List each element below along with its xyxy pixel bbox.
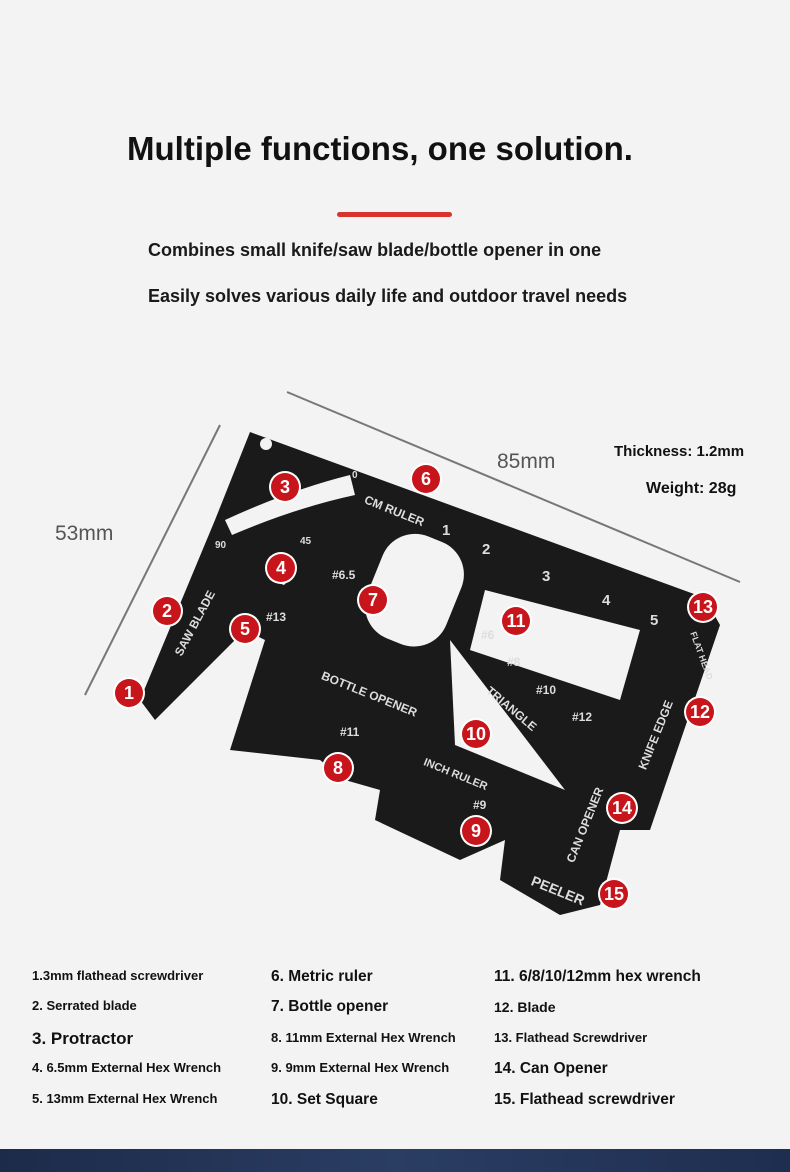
marker-14: 14 (608, 794, 636, 822)
multitool-card (140, 432, 720, 915)
ruler-1: 1 (442, 522, 451, 539)
protractor-90: 90 (215, 540, 227, 551)
accent-divider (337, 212, 452, 217)
protractor-0: 0 (352, 470, 358, 481)
marker-5: 5 (231, 615, 259, 643)
hex-10-label: #10 (536, 683, 557, 697)
hex-6.5-label: #6.5 (332, 568, 356, 582)
legend-item-13: 13. Flathead Screwdriver (494, 1030, 648, 1045)
ruler-3: 3 (542, 568, 551, 585)
hex-6-label: #6 (481, 628, 495, 642)
legend-item-8: 8. 11mm External Hex Wrench (271, 1030, 456, 1045)
marker-10: 10 (462, 720, 490, 748)
length-dimension-line (286, 391, 741, 583)
marker-13: 13 (689, 593, 717, 621)
marker-15: 15 (600, 880, 628, 908)
legend-item-3: 3. Protractor (32, 1029, 134, 1048)
marker-11: 11 (502, 607, 530, 635)
triangle-cutout (450, 640, 565, 790)
legend-item-15: 15. Flathead screwdriver (494, 1091, 675, 1108)
width-dimension-line (84, 424, 221, 696)
legend-item-5: 5. 13mm External Hex Wrench (32, 1091, 218, 1106)
legend-item-1: 1.3mm flathead screwdriver (32, 968, 204, 983)
bottom-band (0, 1149, 790, 1172)
hex-13-label: #13 (266, 610, 287, 624)
legend-item-2: 2. Serrated blade (32, 998, 137, 1013)
marker-2: 2 (153, 597, 181, 625)
ruler-5: 5 (650, 612, 659, 629)
legend-item-7: 7. Bottle opener (271, 998, 389, 1015)
ruler-2: 2 (482, 541, 491, 558)
protractor-slot (225, 475, 355, 535)
lanyard-hole (260, 438, 272, 450)
marker-6: 6 (412, 465, 440, 493)
thickness-label: Thickness: 1.2mm (614, 443, 745, 460)
subtitle-line-1: Combines small knife/saw blade/bottle op… (148, 240, 602, 260)
page-title: Multiple functions, one solution. (127, 130, 633, 167)
legend-item-12: 12. Blade (494, 999, 556, 1015)
bottle-opener-hole (365, 533, 464, 647)
hex-12-label: #12 (572, 710, 593, 724)
hex-8-label: #8 (507, 655, 521, 669)
hex-9-label: #9 (473, 798, 487, 812)
legend-item-11: 11. 6/8/10/12mm hex wrench (494, 968, 701, 985)
marker-1: 1 (115, 679, 143, 707)
legend-item-6: 6. Metric ruler (271, 968, 373, 985)
marker-4: 4 (267, 554, 295, 582)
legend-item-14: 14. Can Opener (494, 1060, 608, 1077)
legend-item-4: 4. 6.5mm External Hex Wrench (32, 1060, 222, 1075)
subtitle-line-2: Easily solves various daily life and out… (148, 286, 628, 306)
legend-item-10: 10. Set Square (271, 1091, 378, 1108)
protractor-45: 45 (300, 536, 312, 547)
weight-label: Weight: 28g (646, 480, 737, 497)
marker-3: 3 (271, 473, 299, 501)
marker-7: 7 (359, 586, 387, 614)
product-illustration (84, 391, 741, 915)
length-label: 85mm (497, 450, 556, 473)
hex-11-label: #11 (340, 725, 360, 739)
width-label: 53mm (55, 522, 114, 545)
legend-item-9: 9. 9mm External Hex Wrench (271, 1060, 450, 1075)
marker-9: 9 (462, 817, 490, 845)
marker-12: 12 (686, 698, 714, 726)
marker-8: 8 (324, 754, 352, 782)
ruler-4: 4 (602, 592, 611, 609)
